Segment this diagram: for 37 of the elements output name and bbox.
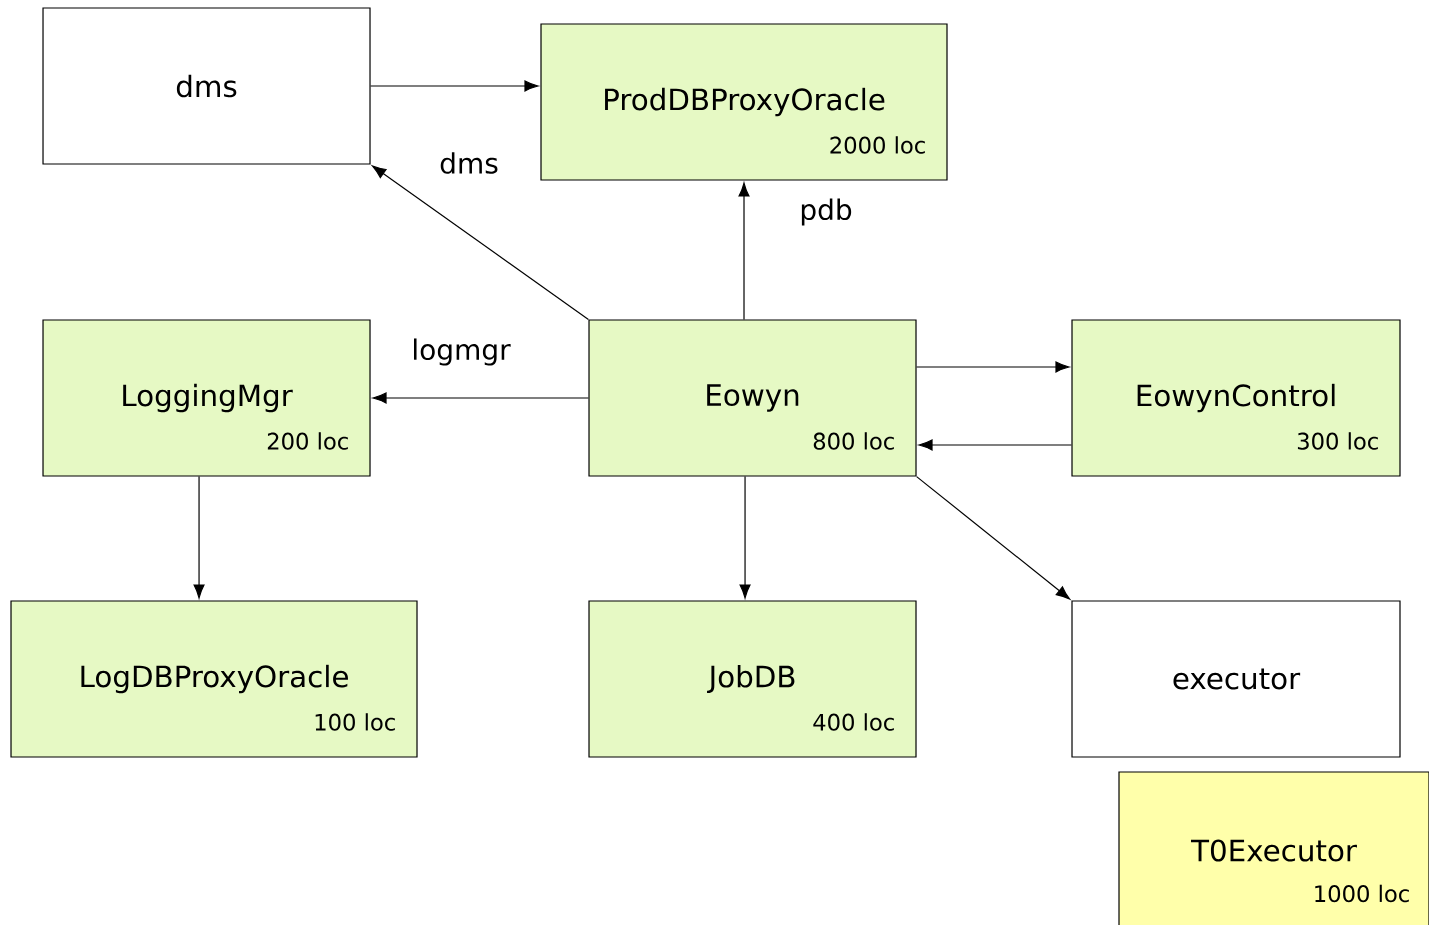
module-box xyxy=(42,7,371,165)
module-name: LogDBProxyOracle xyxy=(81,664,348,694)
module-name: dms xyxy=(176,74,237,98)
line-count: 100 loc xyxy=(315,713,395,731)
module-name: ProdDBProxyOracle xyxy=(605,87,885,117)
module-name: EowynControl xyxy=(1137,383,1335,413)
module-box xyxy=(540,23,948,181)
line-count: 400 loc xyxy=(813,713,894,731)
arrow xyxy=(372,165,589,320)
module-name: Eowyn xyxy=(707,384,799,412)
module-box xyxy=(42,319,371,477)
arrow xyxy=(193,476,205,599)
line-count: 2000 loc xyxy=(830,136,925,154)
arrow xyxy=(372,392,589,404)
line-count: 800 loc xyxy=(813,432,894,450)
module-box xyxy=(1118,771,1429,925)
edge-label: logmgr xyxy=(414,338,511,366)
arrow xyxy=(918,439,1072,451)
arrow xyxy=(916,476,1071,600)
module-box xyxy=(588,600,917,758)
arrow xyxy=(739,476,751,599)
module-name: executor xyxy=(1173,668,1301,690)
module-box xyxy=(1071,319,1401,477)
module-box xyxy=(1071,600,1401,758)
module-box xyxy=(588,319,917,477)
arrow xyxy=(370,80,539,92)
arrow xyxy=(916,361,1070,373)
line-count: 1000 loc xyxy=(1315,884,1409,903)
edge-label: dms xyxy=(440,152,498,174)
edge-label: pdb xyxy=(801,198,852,226)
module-box xyxy=(10,600,418,758)
module-name: LoggingMgr xyxy=(123,383,293,413)
module-name: T0Executor xyxy=(1191,839,1357,862)
line-count: 300 loc xyxy=(1297,432,1378,450)
module-name: JobDB xyxy=(707,664,795,694)
line-count: 200 loc xyxy=(267,432,348,450)
arrow xyxy=(738,182,750,320)
